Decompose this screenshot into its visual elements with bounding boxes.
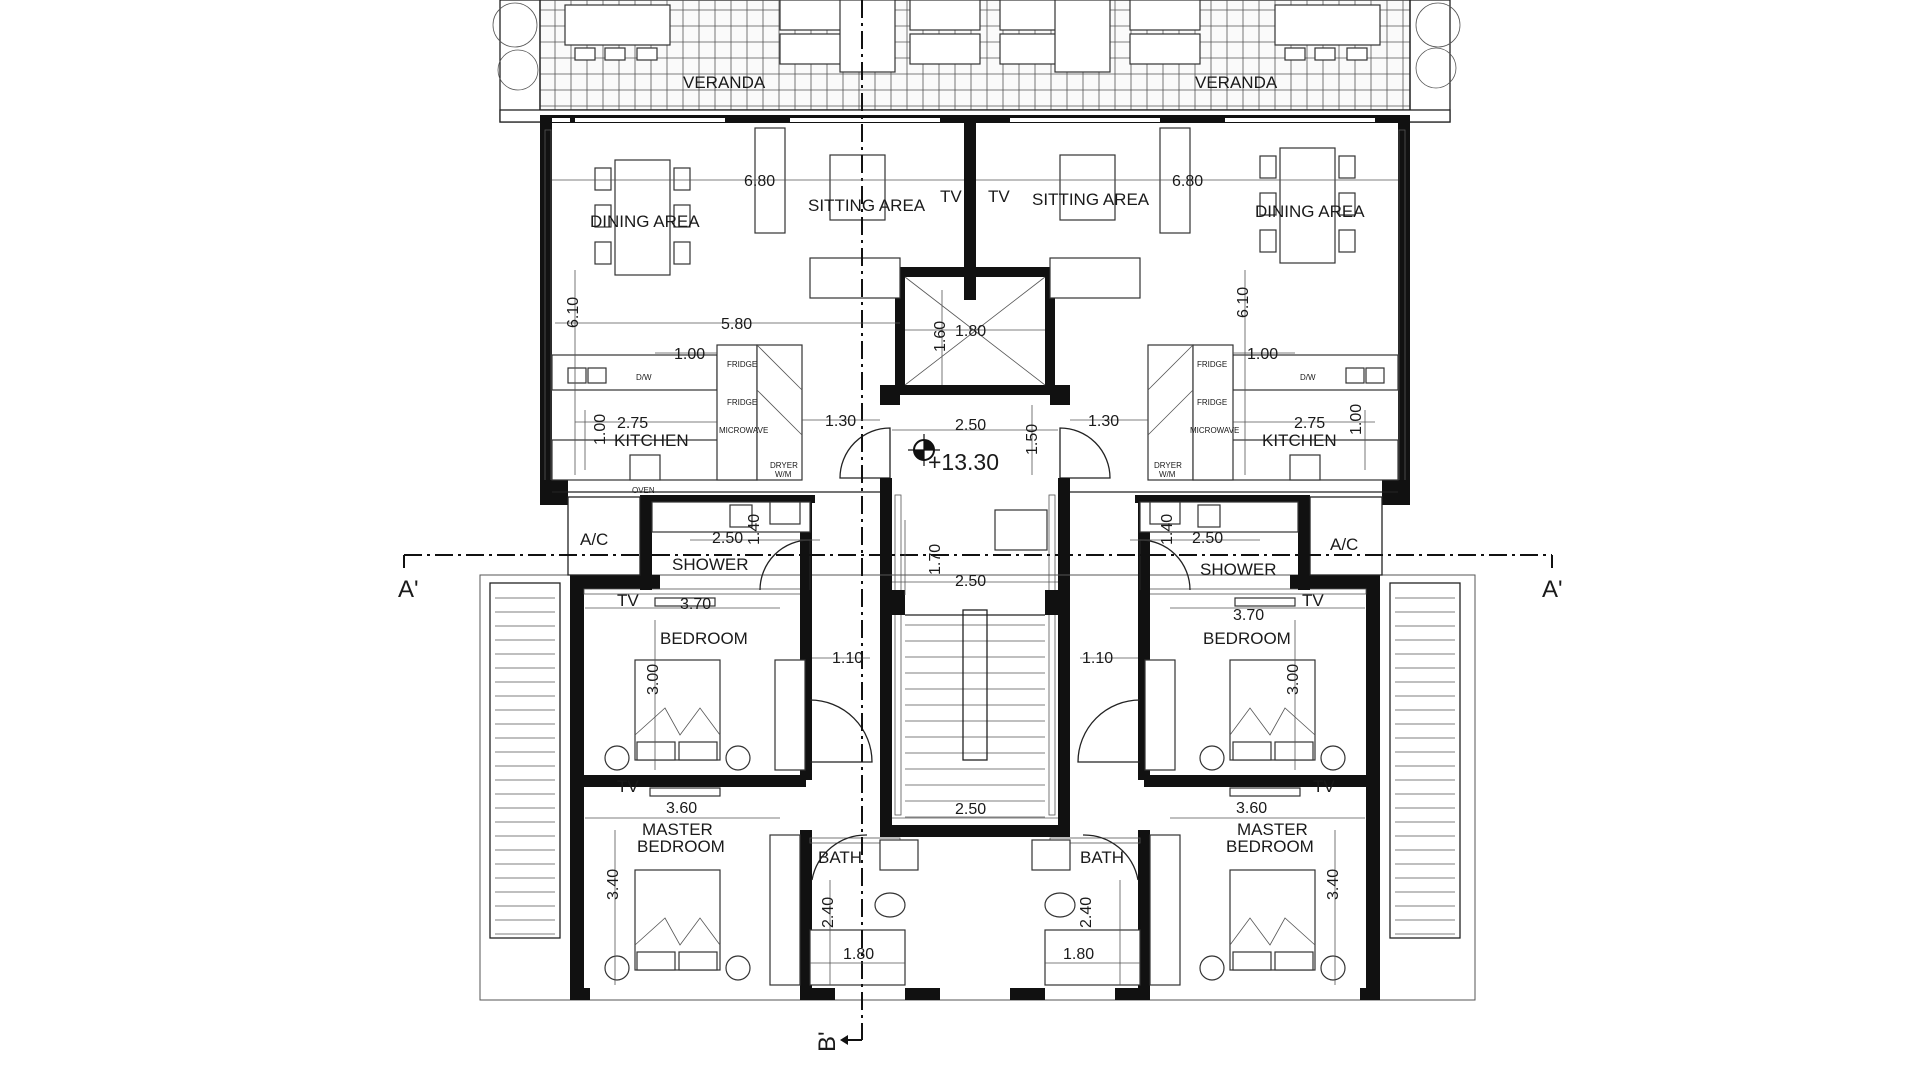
dimension-labels: 6.80 6.80 6.10 6.10 5.80 1.00 1.00 1.00 …: [565, 173, 1365, 963]
kitchen-left-label: KITCHEN: [614, 431, 689, 450]
dimension-label: 1.40: [746, 514, 763, 545]
dimension-label: 3.40: [605, 869, 622, 900]
ac-left-label: A/C: [580, 530, 608, 549]
dimension-label: 3.70: [1233, 607, 1264, 624]
dimension-label: 1.30: [1088, 413, 1119, 430]
dimension-label: 6.80: [744, 173, 775, 190]
sitting-area-left-label: SITTING AREA: [808, 196, 926, 215]
bath-left-label: BATH: [818, 848, 862, 867]
dimension-label: 1.80: [843, 946, 874, 963]
dimension-label: 2.75: [1294, 415, 1325, 432]
appliance-labels: FRIDGE FRIDGE MICROWAVE DRYER W/M D/W OV…: [632, 360, 1316, 495]
dishwasher-label: D/W: [636, 373, 652, 382]
bedroom-left-label: BEDROOM: [660, 629, 748, 648]
tv-label: TV: [988, 187, 1010, 206]
dining-area-right-label: DINING AREA: [1255, 202, 1365, 221]
dryer-label: DRYER: [770, 461, 798, 470]
tv-label: TV: [617, 777, 639, 796]
bedroom-right-label: BEDROOM: [1203, 629, 1291, 648]
sitting-area-right-label: SITTING AREA: [1032, 190, 1150, 209]
dimension-label: 3.60: [666, 800, 697, 817]
room-labels: VERANDA VERANDA DINING AREA DINING AREA …: [580, 73, 1365, 867]
bedroom-block: [479, 495, 1476, 1001]
master-bedroom-left-label: MASTER: [642, 820, 713, 839]
balcony-slats: [495, 597, 1455, 935]
dimension-label: 1.40: [1159, 514, 1176, 545]
section-a-right-label: A': [1542, 576, 1563, 603]
fridge-label: FRIDGE: [1197, 360, 1227, 369]
stair-treads: [905, 624, 1045, 818]
microwave-label: MICROWAVE: [719, 426, 768, 435]
master-bedroom-left-label-2: BEDROOM: [637, 837, 725, 856]
dimension-label: 6.10: [1235, 287, 1252, 318]
stair-hall: [839, 427, 1111, 837]
veranda-left-label: VERANDA: [683, 73, 766, 92]
master-bedroom-right-label-2: BEDROOM: [1226, 837, 1314, 856]
dimension-label: 1.00: [592, 414, 609, 445]
tv-label: TV: [617, 591, 639, 610]
shower-left-label: SHOWER: [672, 555, 749, 574]
tv-label: TV: [940, 187, 962, 206]
section-a-left-label: A': [398, 576, 419, 603]
microwave-label: MICROWAVE: [1190, 426, 1239, 435]
dimension-label: 2.50: [955, 417, 986, 434]
dimension-label: 2.40: [820, 897, 837, 928]
dimension-label: 1.60: [932, 321, 949, 352]
level-marker: [908, 434, 940, 466]
ac-right-label: A/C: [1330, 535, 1358, 554]
dimension-label: 1.00: [674, 346, 705, 363]
dimension-label: 2.40: [1078, 897, 1095, 928]
dimension-label: 1.00: [1247, 346, 1278, 363]
dimension-label: 2.50: [712, 530, 743, 547]
veranda-area: [492, 0, 1461, 123]
dimension-label: 5.80: [721, 316, 752, 333]
dimension-label: 1.30: [825, 413, 856, 430]
veranda-right-label: VERANDA: [1195, 73, 1278, 92]
dimension-lines: [552, 179, 1398, 985]
dimension-label: 6.10: [565, 297, 582, 328]
dimension-label: 2.50: [1192, 530, 1223, 547]
washing-machine-label: W/M: [1159, 470, 1176, 479]
dryer-label: DRYER: [1154, 461, 1182, 470]
dimension-label: 2.50: [955, 573, 986, 590]
tv-label: TV: [1302, 591, 1324, 610]
dimension-label: 1.10: [1082, 650, 1113, 667]
dimension-label: 1.80: [955, 323, 986, 340]
dimension-label: 3.00: [645, 664, 662, 695]
washing-machine-label: W/M: [775, 470, 792, 479]
dishwasher-label: D/W: [1300, 373, 1316, 382]
master-bedroom-right-label: MASTER: [1237, 820, 1308, 839]
dimension-label: 6.80: [1172, 173, 1203, 190]
section-b-label: B': [814, 1031, 841, 1052]
section-labels: A' A' B' +13.30: [398, 449, 1563, 1052]
dimension-label: 3.00: [1285, 664, 1302, 695]
dimension-label: 3.70: [680, 596, 711, 613]
fridge-label: FRIDGE: [727, 360, 757, 369]
living-block: [540, 115, 1410, 505]
dining-area-left-label: DINING AREA: [590, 212, 700, 231]
dimension-label: 2.75: [617, 415, 648, 432]
dimension-label: 2.50: [955, 801, 986, 818]
dimension-label: 3.60: [1236, 800, 1267, 817]
dimension-label: 3.40: [1325, 869, 1342, 900]
oven-label: OVEN: [632, 486, 655, 495]
fridge-label: FRIDGE: [727, 398, 757, 407]
dimension-label: 1.00: [1348, 404, 1365, 435]
floor-level-label: +13.30: [928, 449, 999, 475]
fridge-label: FRIDGE: [1197, 398, 1227, 407]
dimension-label: 1.70: [927, 544, 944, 575]
kitchen-right-label: KITCHEN: [1262, 431, 1337, 450]
section-lines: [403, 0, 1553, 1045]
shower-right-label: SHOWER: [1200, 560, 1277, 579]
tv-label: TV: [1313, 777, 1335, 796]
dimension-label: 1.50: [1024, 424, 1041, 455]
dimension-label: 1.10: [832, 650, 863, 667]
bath-right-label: BATH: [1080, 848, 1124, 867]
dimension-label: 1.80: [1063, 946, 1094, 963]
